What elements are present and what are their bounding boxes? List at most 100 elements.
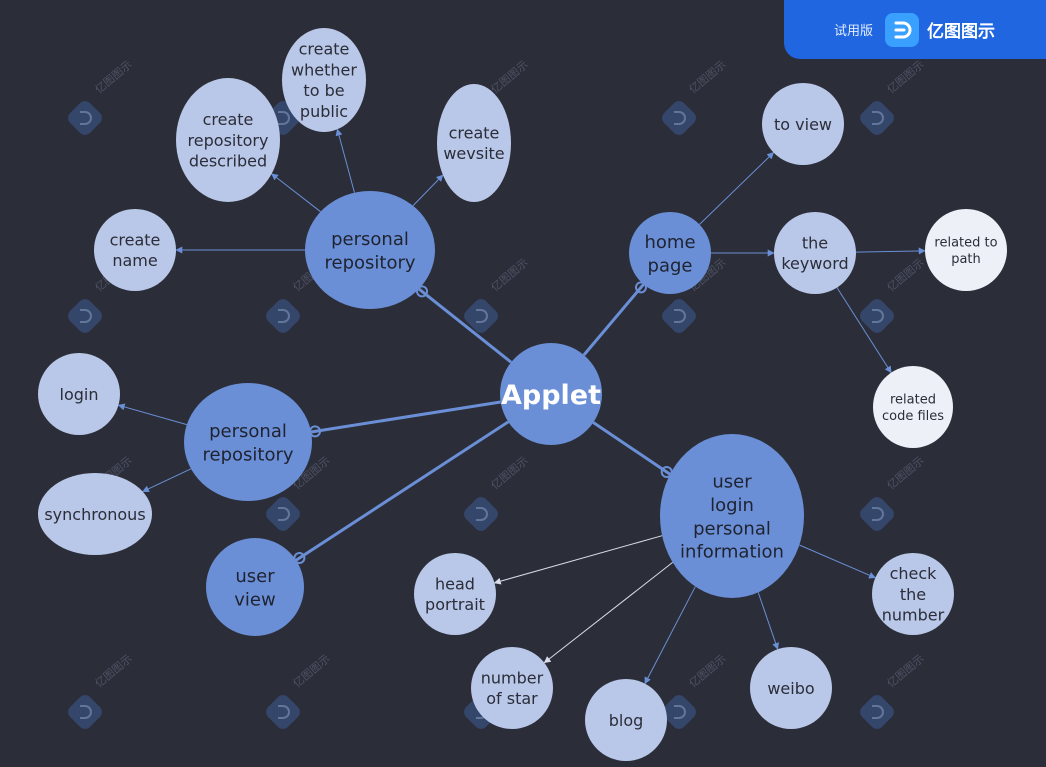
- node-create-name[interactable]: create name: [94, 209, 176, 291]
- node-shape: [38, 473, 152, 555]
- node-label-line: synchronous: [44, 505, 145, 524]
- node-label-line: login: [710, 495, 754, 516]
- node-label-line: personal: [209, 421, 287, 442]
- edge-home_page-to-to_view: [699, 152, 775, 225]
- edge-applet-to-user_view: [295, 420, 510, 562]
- watermark-text: 亿图图示: [885, 256, 927, 294]
- node-shape: [629, 212, 711, 294]
- node-label-line: create: [449, 123, 500, 142]
- watermark-text: 亿图图示: [687, 58, 729, 96]
- node-label-line: login: [60, 385, 99, 404]
- node-label-line: Applet: [501, 380, 601, 411]
- edraw-watermark-icon: [662, 299, 696, 333]
- node-shape: [282, 28, 366, 132]
- node-shape: [206, 538, 304, 636]
- node-shape: [176, 78, 280, 202]
- brand-banner[interactable]: 试用版 亿图图示: [784, 0, 1046, 59]
- node-shape: [660, 434, 804, 598]
- edraw-watermark-icon: [464, 497, 498, 531]
- edge-the_keyword-to-related_code: [836, 287, 892, 374]
- node-label-line: user: [712, 471, 752, 492]
- node-shape: [437, 84, 511, 202]
- edge-applet-to-personal_repo_top: [417, 287, 513, 364]
- edraw-watermark-icon: [464, 299, 498, 333]
- edraw-watermark-icon: [68, 101, 102, 135]
- node-applet[interactable]: Applet: [500, 343, 602, 445]
- watermark-text: 亿图图示: [93, 58, 135, 96]
- node-label-line: to view: [774, 115, 832, 134]
- node-shape: [762, 83, 844, 165]
- node-label-line: number: [481, 668, 544, 687]
- edge-personal_repo_top-to-create_public: [335, 128, 355, 193]
- node-label-line: head: [435, 574, 475, 593]
- node-label-line: number: [882, 606, 945, 625]
- node-head-portrait[interactable]: head portrait: [414, 553, 496, 635]
- node-label-line: information: [680, 542, 784, 563]
- watermark-text: 亿图图示: [291, 652, 333, 690]
- collapse-handle-home_page[interactable]: [634, 281, 647, 294]
- node-blog[interactable]: blog: [585, 679, 667, 761]
- node-label-line: to be: [303, 81, 344, 100]
- node-label-line: create: [110, 230, 161, 249]
- node-label-line: personal: [693, 518, 771, 539]
- edraw-watermark-icon: [662, 101, 696, 135]
- node-shape: [305, 191, 435, 309]
- node-shape: [873, 366, 953, 448]
- node-label-line: related: [890, 392, 936, 407]
- node-to-view[interactable]: to view: [762, 83, 844, 165]
- edraw-watermark-icon: [68, 695, 102, 729]
- edraw-watermark-icon: [266, 497, 300, 531]
- edraw-watermark-icon: [860, 299, 894, 333]
- node-label-line: described: [189, 152, 267, 171]
- watermark-text: 亿图图示: [885, 454, 927, 492]
- node-label-line: user: [235, 566, 275, 587]
- node-shape: [750, 647, 832, 729]
- collapse-handle-personal_repo_top[interactable]: [416, 285, 429, 298]
- edraw-watermark-icon: [860, 497, 894, 531]
- node-label-line: check: [890, 564, 938, 583]
- node-shape: [471, 647, 553, 729]
- edge-the_keyword-to-related_path: [855, 247, 926, 255]
- node-label-line: blog: [609, 711, 644, 730]
- watermark-text: 亿图图示: [489, 454, 531, 492]
- node-label-line: portrait: [425, 595, 485, 614]
- watermark-text: 亿图图示: [489, 256, 531, 294]
- edge-personal_repo_top-to-create_repo_desc: [271, 173, 321, 213]
- edge-personal_repo_top-to-create_wevsite: [412, 174, 444, 207]
- node-synchronous[interactable]: synchronous: [38, 473, 152, 555]
- node-shape: [774, 212, 856, 294]
- edge-applet-to-user_login: [592, 421, 671, 476]
- node-label-line: repository: [202, 444, 293, 465]
- edge-user_login-to-number_star: [543, 562, 673, 664]
- node-shape: [925, 209, 1007, 291]
- node-label-line: name: [112, 251, 157, 270]
- brand-name: 亿图图示: [927, 22, 996, 42]
- node-login[interactable]: login: [38, 353, 120, 435]
- node-shape: [585, 679, 667, 761]
- node-shape: [94, 209, 176, 291]
- edge-applet-to-personal_repo_left: [310, 400, 501, 434]
- edge-personal_repo_left-to-login: [117, 403, 187, 426]
- node-label-line: the: [802, 233, 828, 252]
- node-weibo[interactable]: weibo: [750, 647, 832, 729]
- edraw-watermark-icon: [266, 695, 300, 729]
- node-label-line: weibo: [767, 679, 814, 698]
- edge-user_login-to-head_portrait: [493, 535, 663, 585]
- watermark-text: 亿图图示: [93, 652, 135, 690]
- node-label-line: keyword: [781, 254, 848, 273]
- node-the-keyword[interactable]: the keyword: [774, 212, 856, 294]
- edge-personal_repo_left-to-synchronous: [142, 468, 192, 493]
